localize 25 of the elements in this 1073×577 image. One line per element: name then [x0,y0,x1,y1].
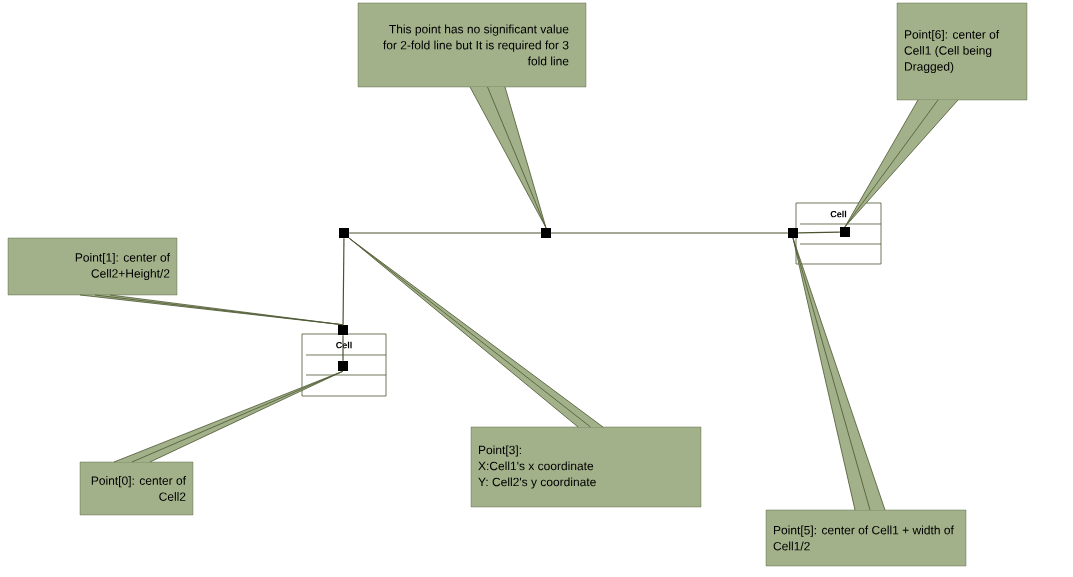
point-marker [338,325,348,335]
callout-pointer [113,370,344,463]
callout-box: Point[0]: center of Cell2 [79,461,194,516]
point-marker [541,228,551,238]
callout-pointer [79,294,344,326]
connector-line [342,334,344,362]
callout-box: Point[1]: center of Cell2+Height/2 [7,237,178,296]
point-marker [339,228,349,238]
cell-box: Cell [301,333,387,397]
connector-line [342,237,345,326]
callout-box: Point[3]: X:Cell1's x coordinate Y: Cell2's y coordinate [470,426,702,508]
callout-pointer [844,99,959,228]
connector-line [797,231,841,234]
point-marker [840,227,850,237]
callout-pointer [469,86,547,229]
callout-pointer [792,237,886,511]
callout-pointer [348,237,604,428]
callout-box: Point[5]: center of Cell1 + width of Cell1/2 [765,509,967,567]
callout-box: This point has no significant value for 2-fold line but It is required for 3 fold line [357,2,587,88]
connector-line [348,232,542,234]
callout-box: Point[6]: center of Cell1 (Cell being Dragged) [896,2,1028,101]
connector-line [550,232,789,234]
point-marker [338,361,348,371]
cell-box: Cell [795,202,882,265]
point-marker [788,228,798,238]
